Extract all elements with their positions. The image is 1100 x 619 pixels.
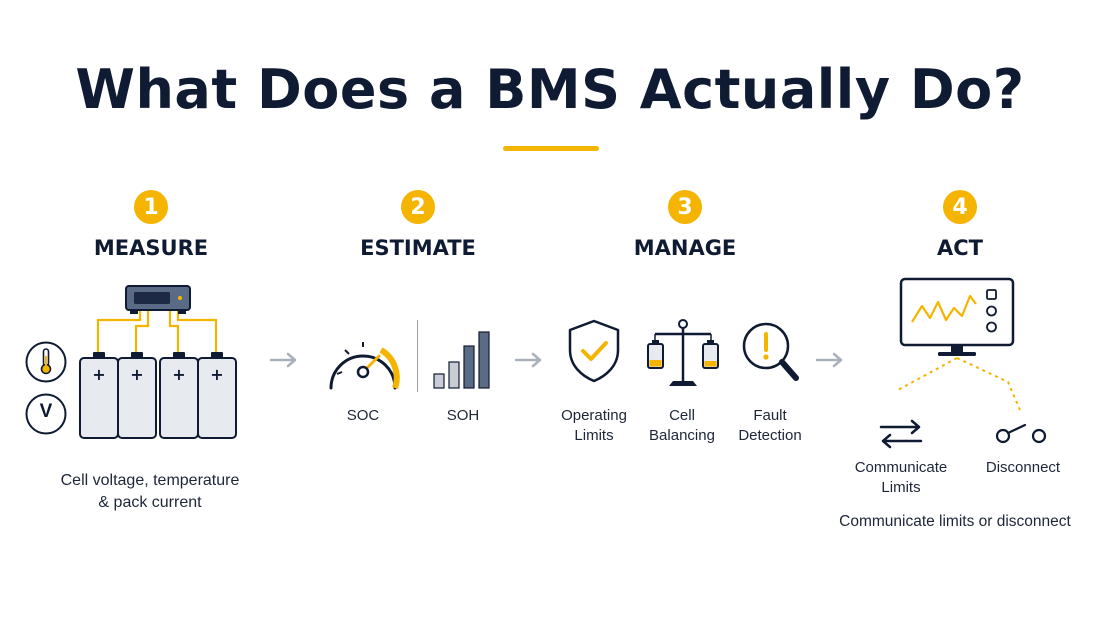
disconnect-label: Disconnect bbox=[985, 459, 1061, 476]
operating-limits-label: Operating Limits bbox=[561, 407, 627, 444]
step-1-title: MEASURE bbox=[93, 236, 209, 260]
balance-scale-icon bbox=[647, 319, 719, 386]
magnifier-alert-icon bbox=[742, 322, 799, 381]
shield-check-icon bbox=[568, 319, 620, 383]
svg-text:+: + bbox=[210, 365, 223, 384]
step-4-caption: Communicate limits or disconnect bbox=[839, 513, 1071, 530]
cell-balancing-label: Cell Balancing bbox=[649, 407, 715, 444]
step-2-title: ESTIMATE bbox=[360, 236, 476, 260]
battery-pack-diagram: + + + + bbox=[79, 285, 237, 439]
monitor-chart-icon bbox=[899, 277, 1015, 356]
voltage-icon bbox=[25, 393, 67, 435]
soc-label: SOC bbox=[346, 407, 380, 424]
switch-open-icon bbox=[995, 423, 1047, 444]
fault-detection-label: Fault Detection bbox=[738, 407, 802, 444]
gauge-icon bbox=[329, 342, 400, 390]
svg-text:+: + bbox=[172, 365, 185, 384]
step-1-caption: Cell voltage, temperature & pack current bbox=[60, 472, 240, 511]
exchange-arrows-icon bbox=[879, 419, 923, 449]
page-title: What Does a BMS Actually Do? bbox=[75, 58, 1025, 121]
step-4-title: ACT bbox=[937, 236, 983, 260]
step-4-badge: 4 bbox=[943, 190, 977, 224]
svg-text:+: + bbox=[130, 365, 143, 384]
divider bbox=[417, 320, 418, 392]
bar-chart-icon bbox=[433, 331, 490, 389]
flow-arrow-icon bbox=[514, 352, 542, 368]
step-1-badge: 1 bbox=[134, 190, 168, 224]
step-3-badge: 3 bbox=[668, 190, 702, 224]
voltage-symbol: V bbox=[39, 401, 53, 422]
flow-arrow-icon bbox=[269, 352, 297, 368]
svg-text:+: + bbox=[92, 365, 105, 384]
step-3-title: MANAGE bbox=[633, 236, 737, 260]
bms-controller-icon bbox=[125, 285, 191, 314]
communicate-limits-label: Communicate Limits bbox=[854, 459, 948, 496]
title-underline bbox=[503, 146, 599, 151]
flow-arrow-icon bbox=[815, 352, 843, 368]
soh-label: SOH bbox=[446, 407, 480, 424]
connector-lines bbox=[897, 357, 1021, 411]
step-2-badge: 2 bbox=[401, 190, 435, 224]
battery-cell-icon: + + + + bbox=[79, 352, 237, 439]
thermometer-icon bbox=[25, 341, 67, 383]
